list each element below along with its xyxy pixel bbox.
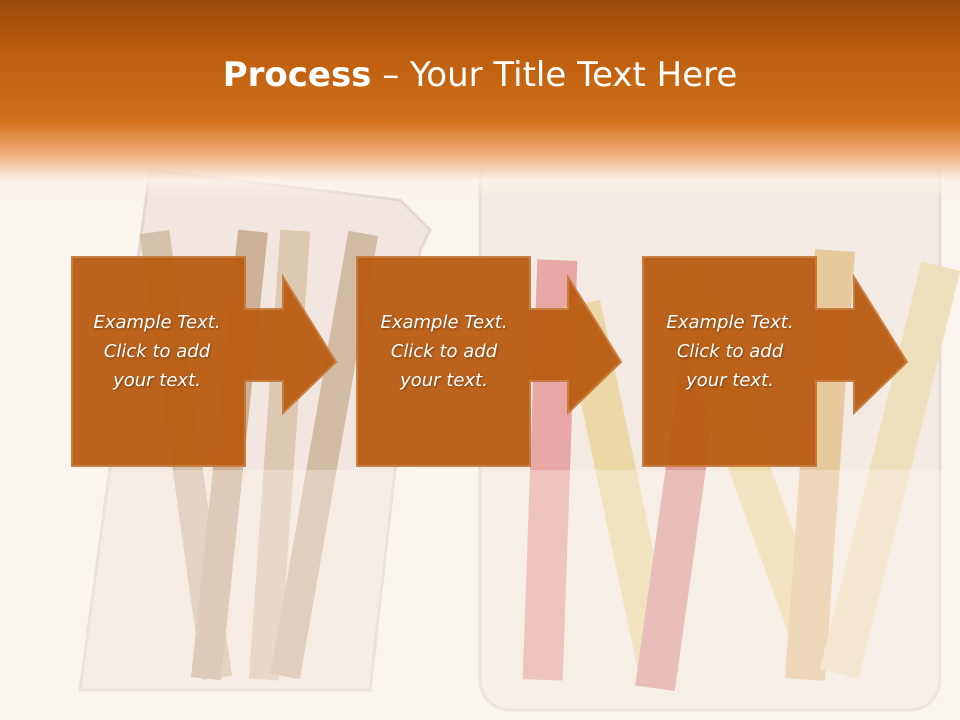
slide-title[interactable]: Process – Your Title Text Here (0, 50, 960, 100)
step-text: Example Text. Click to add your text. (666, 312, 794, 391)
process-step-2[interactable]: Example Text. Click to add your text. (356, 256, 626, 468)
process-step-3[interactable]: Example Text. Click to add your text. (642, 256, 912, 468)
arrow-shape-1 (71, 256, 338, 467)
title-bar (0, 0, 960, 200)
arrow-shape-2 (356, 256, 623, 467)
process-step-1[interactable]: Example Text. Click to add your text. (71, 256, 341, 468)
title-rest: – Your Title Text Here (371, 55, 738, 95)
step-text: Example Text. Click to add your text. (93, 312, 221, 391)
title-bold: Process (222, 55, 372, 95)
arrow-shape-3 (642, 256, 909, 467)
step-text: Example Text. Click to add your text. (380, 312, 508, 391)
